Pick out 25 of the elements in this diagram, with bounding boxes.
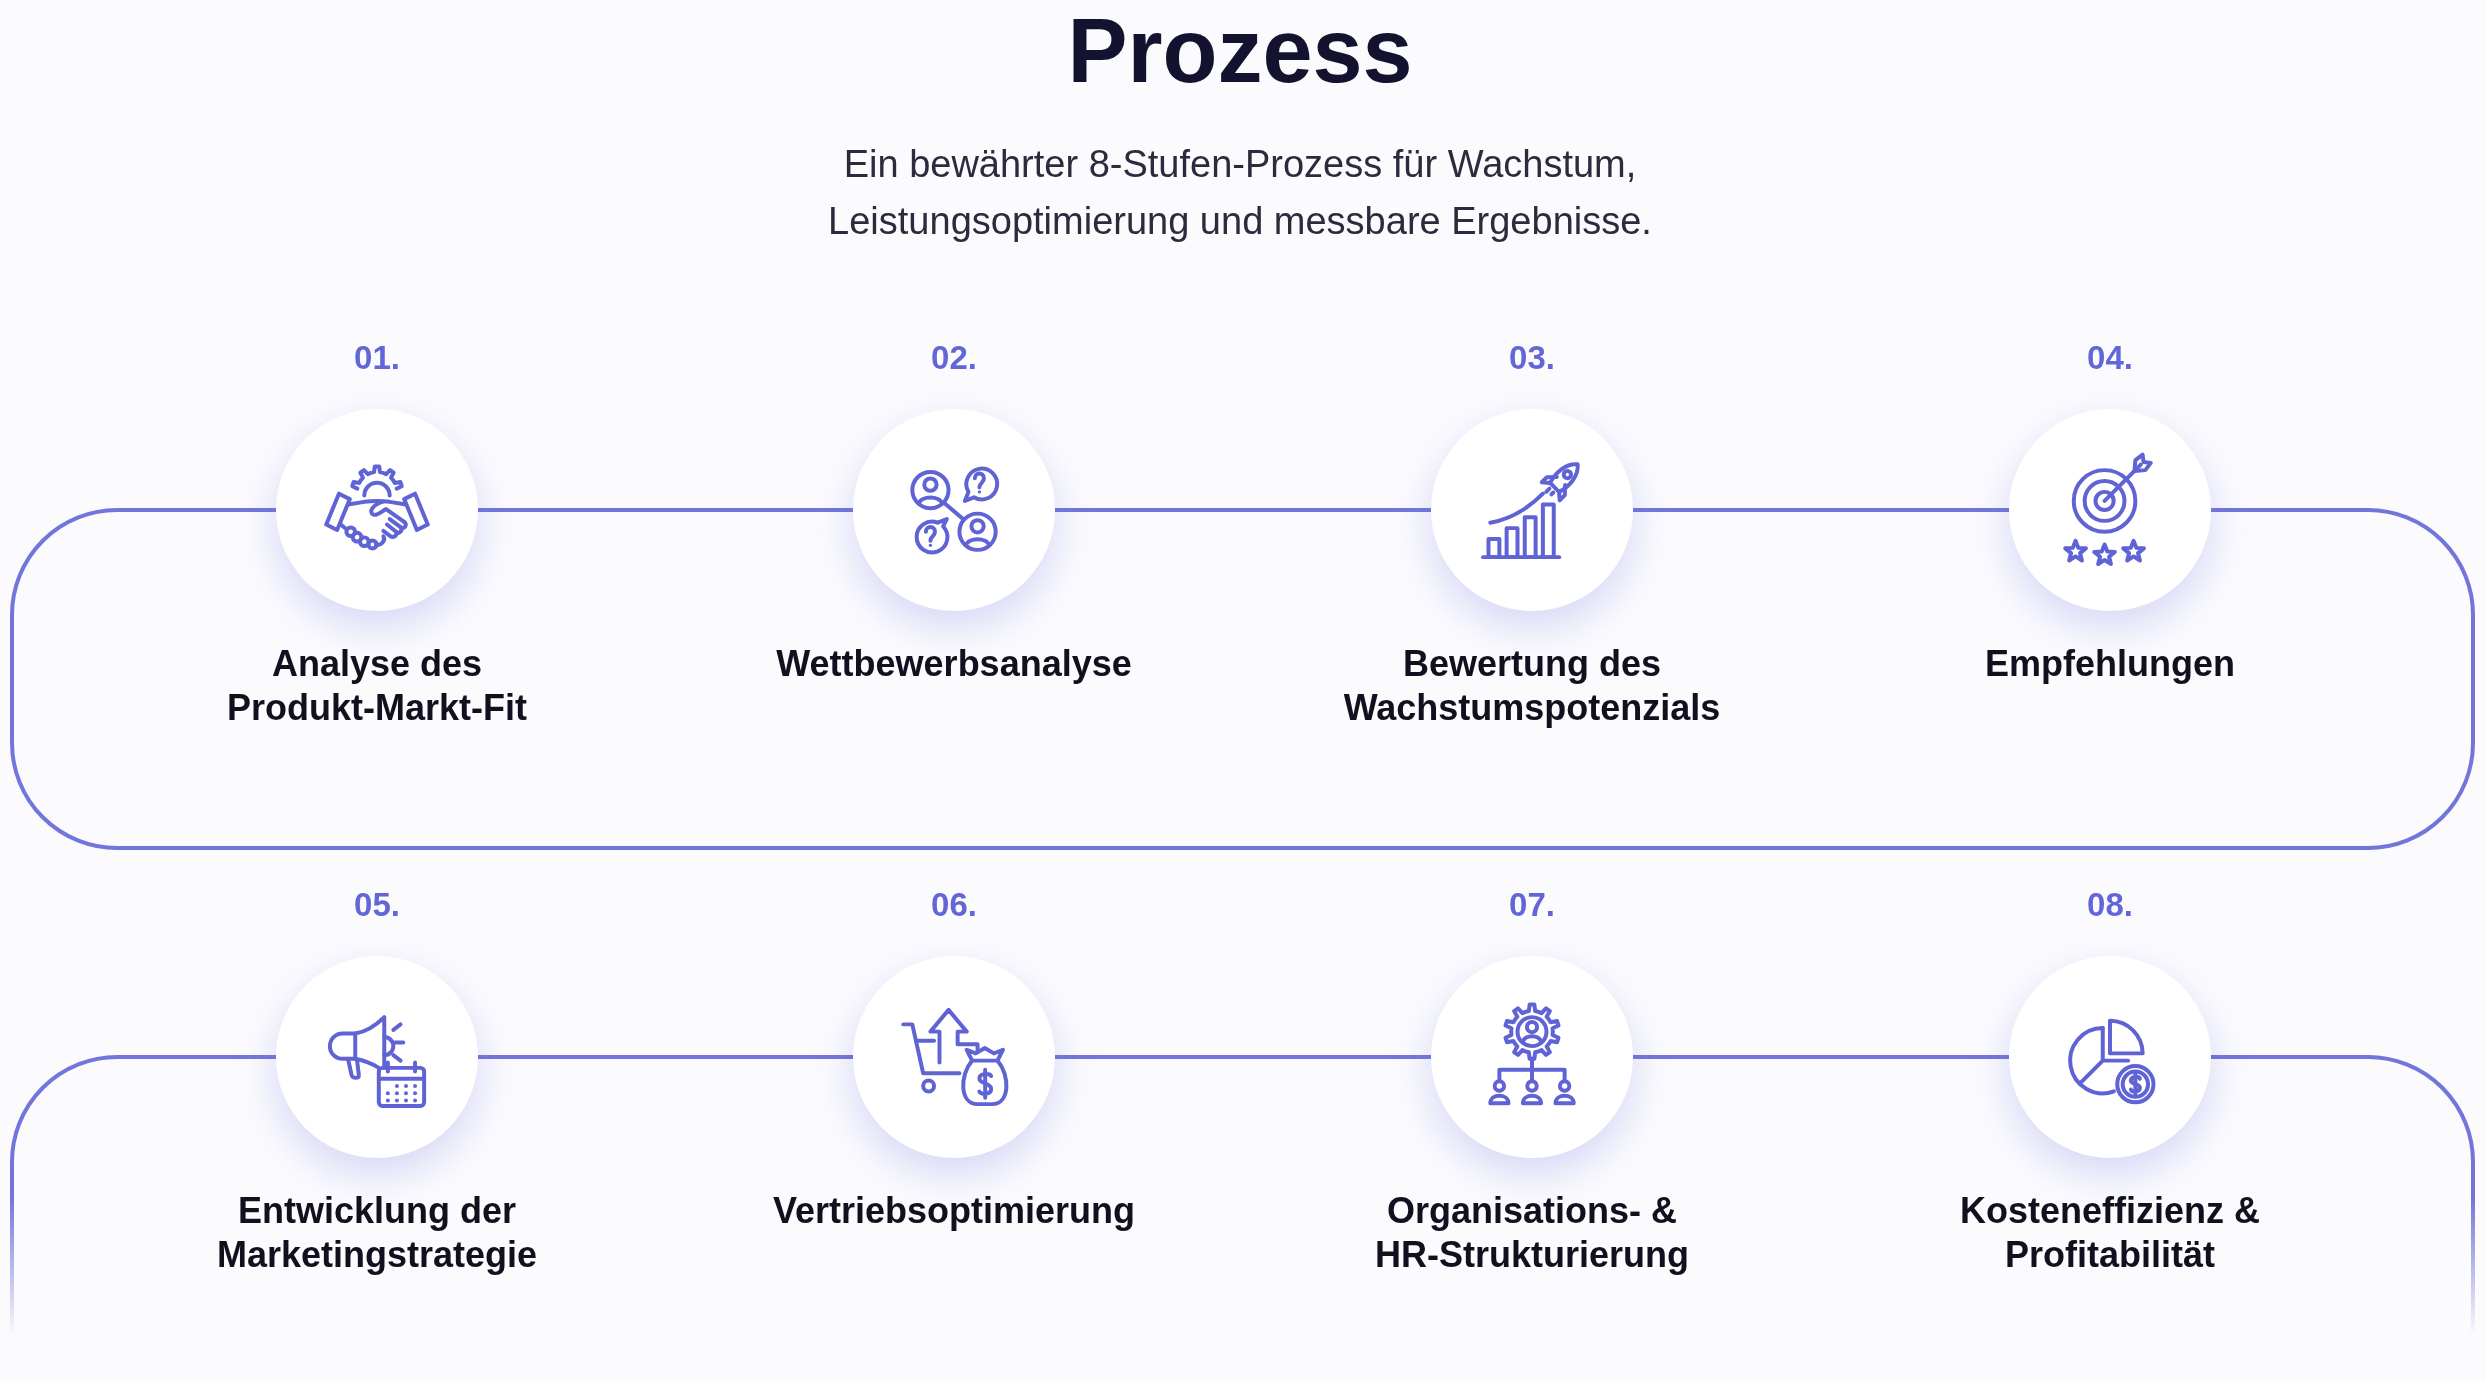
connector-line xyxy=(1055,508,1431,512)
connector-line xyxy=(478,508,853,512)
step-number: 05. xyxy=(354,888,400,922)
step-label: Bewertung des Wachstumspotenzials xyxy=(1342,642,1722,730)
step-label: Wettbewerbsanalyse xyxy=(776,642,1132,686)
step-label: Empfehlungen xyxy=(1985,642,2235,686)
connector-line xyxy=(478,1055,853,1059)
connector-line xyxy=(1055,1055,1431,1059)
step-label: Entwicklung der Marketingstrategie xyxy=(215,1189,539,1277)
connector-line xyxy=(1633,508,2009,512)
step-label: Kosteneffizienz & Profitabilität xyxy=(1959,1189,2261,1277)
step-number: 04. xyxy=(2087,341,2133,375)
step-label: Vertriebsoptimierung xyxy=(772,1189,1136,1233)
step-number: 08. xyxy=(2087,888,2133,922)
step-label: Organisations- & HR-Strukturierung xyxy=(1374,1189,1690,1277)
step-number: 02. xyxy=(931,341,977,375)
step-number: 06. xyxy=(931,888,977,922)
step-number: 01. xyxy=(354,341,400,375)
subtitle: Ein bewährter 8-Stufen-Prozess für Wachstum, Leistungsoptimierung und messbare Ergebnisse. xyxy=(827,142,1653,244)
step-label: Analyse des Produkt-Markt-Fit xyxy=(226,642,528,730)
step-number: 03. xyxy=(1509,341,1555,375)
step-number: 07. xyxy=(1509,888,1555,922)
title: Prozess xyxy=(1067,6,1413,96)
connector-line xyxy=(10,508,2475,850)
connector-line xyxy=(1633,1055,2009,1059)
